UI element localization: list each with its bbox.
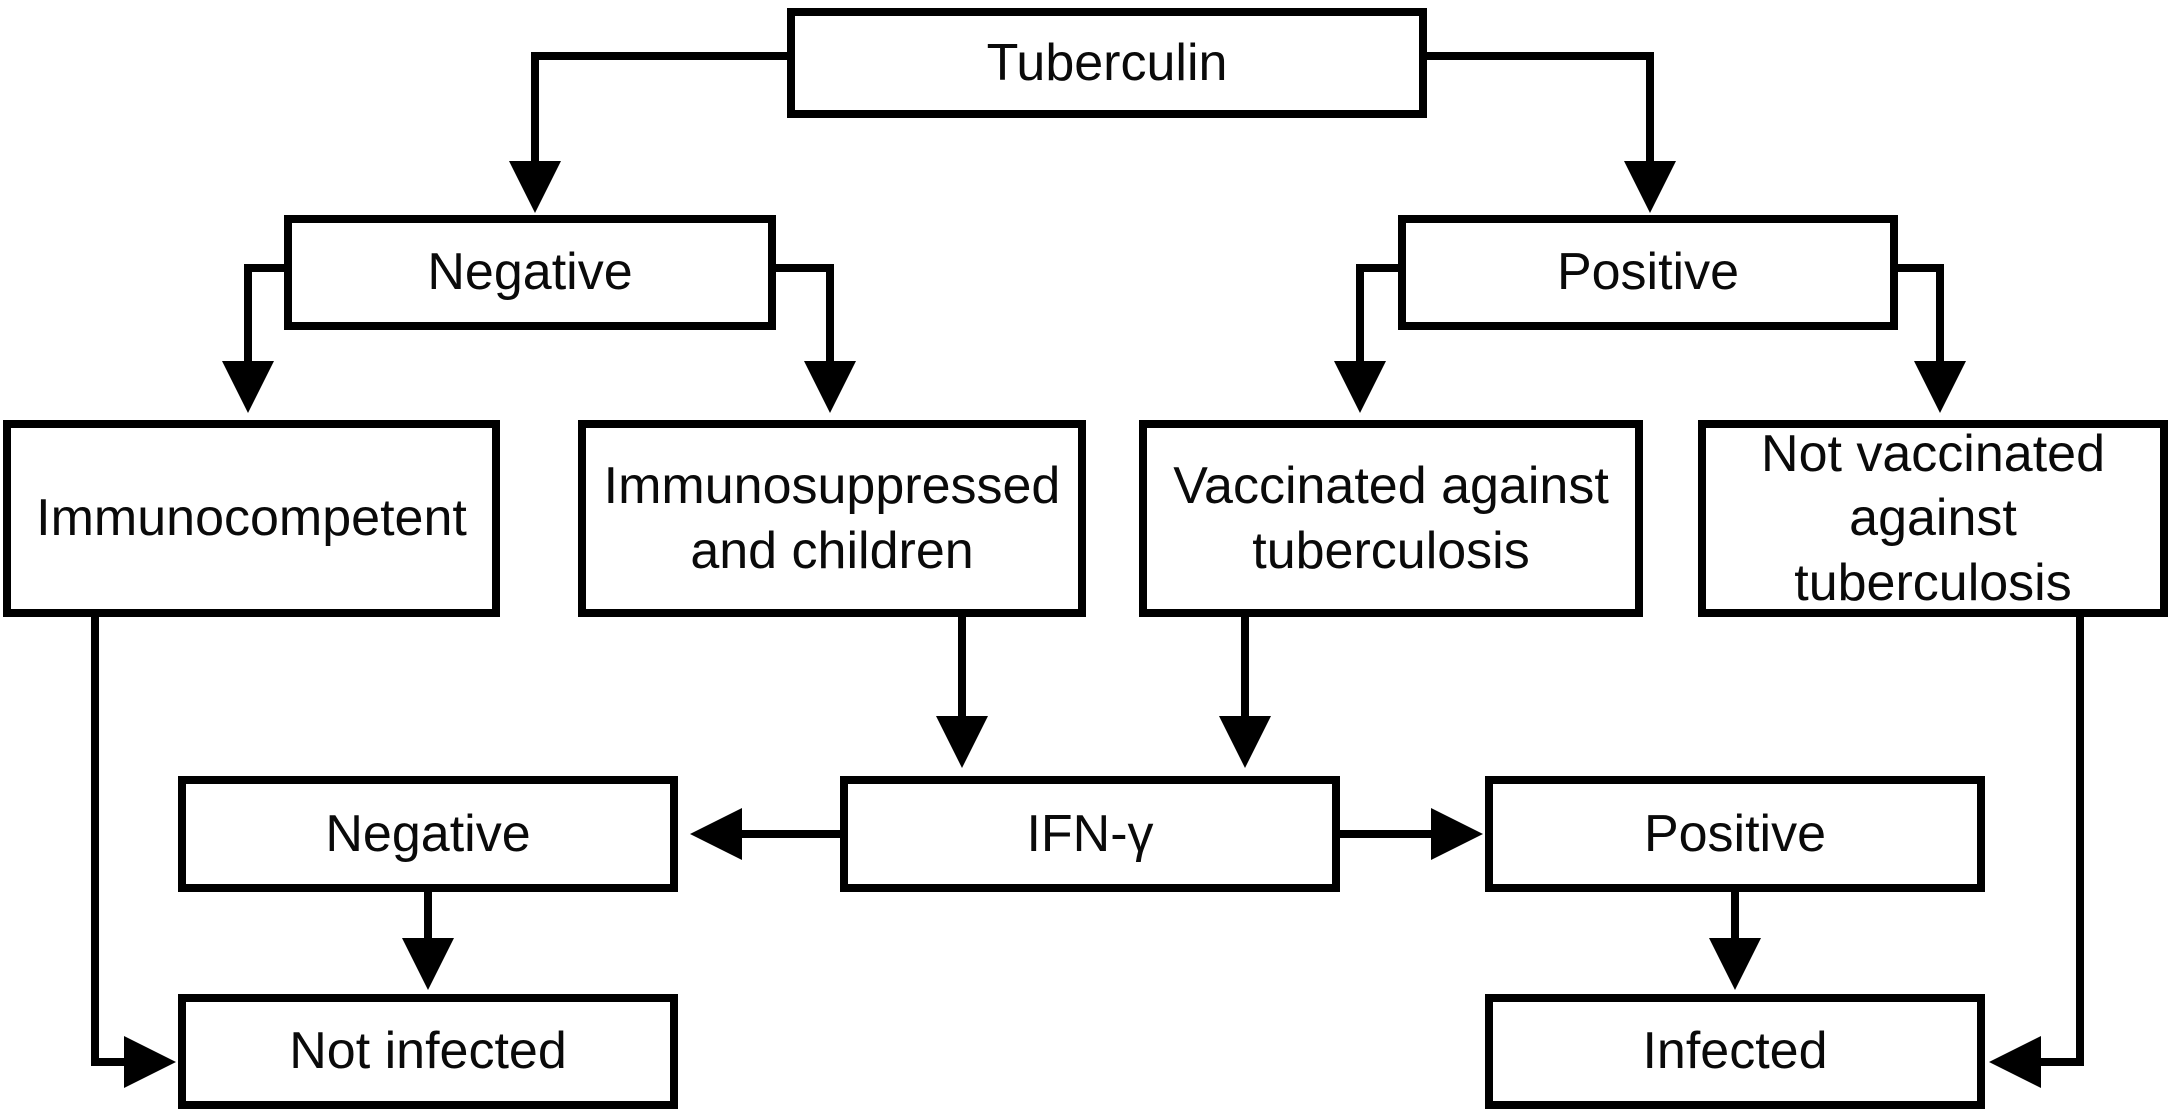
arrowhead-down-icon — [222, 361, 274, 413]
node-negative-ifn: Negative — [178, 776, 678, 892]
node-immunocompetent-label: Immunocompetent — [36, 489, 467, 548]
arrowhead-down-icon — [1914, 361, 1966, 413]
edge-tuberculin-to-negative-tst — [509, 52, 787, 213]
node-ifn-gamma-label: IFN-γ — [1026, 804, 1154, 863]
edge-immunocompetent-to-not-infected — [91, 617, 176, 1088]
node-negative-ifn-label: Negative — [325, 804, 531, 863]
node-vaccinated-against-tuberculosis: Vaccinated against tuberculosis — [1139, 420, 1643, 617]
node-not-infected-label: Not infected — [289, 1022, 567, 1081]
arrowhead-down-icon — [1334, 361, 1386, 413]
arrowhead-down-icon — [509, 161, 561, 213]
node-immunocompetent: Immunocompetent — [3, 420, 500, 617]
node-tuberculin-label: Tuberculin — [986, 33, 1228, 92]
edge-negative-tst-to-immunocompetent — [222, 264, 284, 413]
node-negative-tuberculin: Negative — [284, 215, 776, 330]
edge-tuberculin-to-positive-tst — [1427, 52, 1676, 213]
node-tuberculin: Tuberculin — [787, 8, 1427, 118]
edge-ifn-to-positive-ifn — [1340, 808, 1483, 860]
arrowhead-right-icon — [1431, 808, 1483, 860]
arrowhead-down-icon — [936, 716, 988, 768]
edge-immunosuppressed-to-ifn — [936, 617, 988, 768]
edge-positive-tst-to-vaccinated — [1334, 264, 1398, 413]
node-positive-ifn: Positive — [1485, 776, 1985, 892]
node-negative-tuberculin-label: Negative — [427, 243, 633, 302]
edge-positive-tst-to-not-vaccinated — [1898, 264, 1966, 413]
arrowhead-down-icon — [1219, 716, 1271, 768]
node-positive-tuberculin-label: Positive — [1556, 243, 1740, 302]
edge-negative-ifn-to-not-infected — [402, 892, 454, 990]
node-positive-tuberculin: Positive — [1398, 215, 1898, 330]
node-infected-label: Infected — [1642, 1022, 1828, 1081]
node-not-infected: Not infected — [178, 994, 678, 1109]
node-not-vaccinated-label: Not vaccinated against tuberculosis — [1761, 424, 2105, 612]
edge-vaccinated-to-ifn — [1219, 617, 1271, 768]
node-immunosuppressed-label: Immunosuppressed and children — [603, 457, 1061, 580]
arrowhead-right-icon — [124, 1036, 176, 1088]
node-infected: Infected — [1485, 994, 1985, 1109]
edge-positive-ifn-to-infected — [1709, 892, 1761, 990]
edge-ifn-to-negative-ifn — [690, 808, 840, 860]
node-not-vaccinated-against-tuberculosis: Not vaccinated against tuberculosis — [1698, 420, 2168, 617]
edge-negative-tst-to-immunosuppressed — [776, 264, 856, 413]
node-positive-ifn-label: Positive — [1643, 804, 1827, 863]
arrowhead-down-icon — [1709, 938, 1761, 990]
node-ifn-gamma: IFN-γ — [840, 776, 1340, 892]
arrowhead-down-icon — [804, 361, 856, 413]
node-immunosuppressed-and-children: Immunosuppressed and children — [578, 420, 1086, 617]
arrowhead-left-icon — [1989, 1036, 2041, 1088]
edge-not-vaccinated-to-infected — [1989, 617, 2084, 1088]
arrowhead-down-icon — [402, 938, 454, 990]
arrowhead-down-icon — [1624, 161, 1676, 213]
arrowhead-left-icon — [690, 808, 742, 860]
node-vaccinated-label: Vaccinated against tuberculosis — [1173, 457, 1609, 580]
